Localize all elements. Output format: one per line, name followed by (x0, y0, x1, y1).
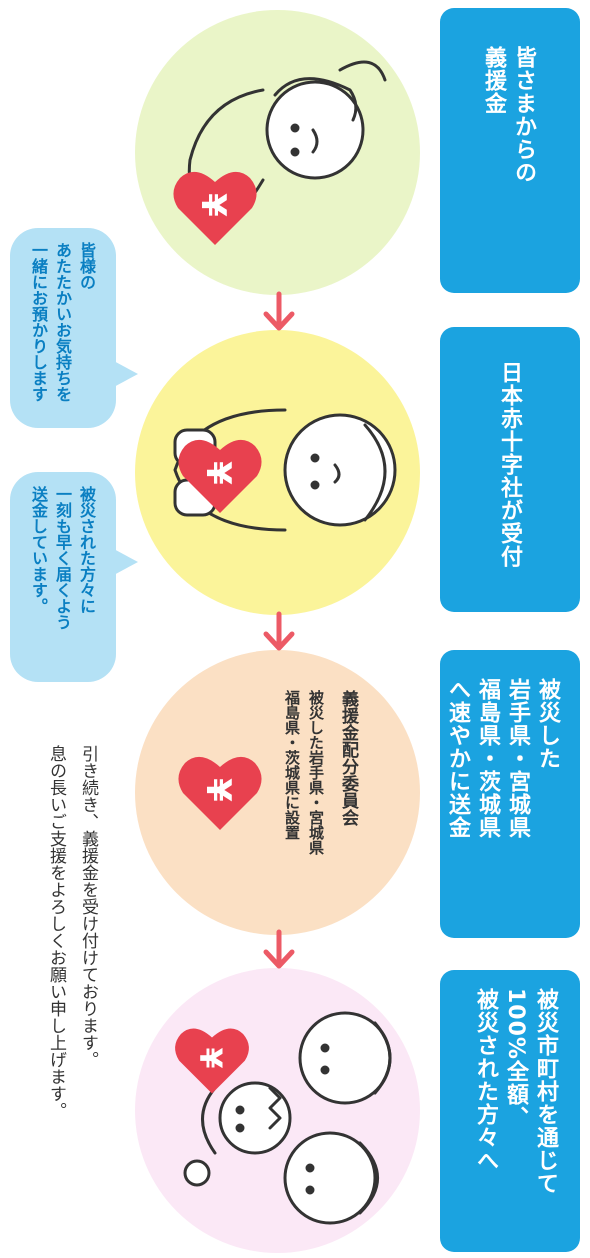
footer-message: 引き続き、義援金を受け付けております。 息の長いご支援をよろしくお願い申し上げま… (46, 745, 98, 1119)
step-box-reception: 日本赤十字社が受付 (440, 327, 580, 612)
svg-text:¥: ¥ (192, 1047, 227, 1068)
bubble-tail-1 (112, 360, 138, 388)
arrow-down-icon (263, 291, 295, 331)
arrow-down-icon (263, 611, 295, 651)
step-text-reception: 日本赤十字社が受付 (497, 361, 522, 568)
bubble-tail-2 (112, 548, 138, 576)
red-cross-staff (173, 408, 397, 532)
heart-yen-icon: ¥ (173, 171, 257, 245)
step-box-donations: 皆さまからの 義援金 (440, 8, 580, 293)
step-text-remittance: 被災した 岩手県・宮城県 福島県・茨城県 へ速やかに送金 (445, 678, 560, 839)
committee-detail: 被災した岩手県・宮城県 福島県・茨城県に設置 (283, 690, 325, 855)
step-text-distribution: 被災市町村を通じて 100%全額、 被災された方々へ (473, 988, 558, 1195)
step-box-remittance: 被災した 岩手県・宮城県 福島県・茨城県 へ速やかに送金 (440, 650, 580, 938)
committee-title: 義援金配分委員会 (338, 690, 358, 826)
bubble-text-2: 被災された方々に 一刻も早く届くよう 送金しています。 (29, 486, 96, 630)
heart-yen-icon: ¥ (178, 439, 262, 513)
step-text-donations: 皆さまからの 義援金 (481, 46, 536, 184)
svg-text:¥: ¥ (198, 461, 238, 485)
svg-text:¥: ¥ (193, 193, 233, 217)
speech-bubble-message-1: 皆様の あたたかいお気持ちを 一緒にお預かりします (10, 228, 116, 428)
family-with-heart (183, 1011, 392, 1225)
bubble-text-1: 皆様の あたたかいお気持ちを 一緒にお預かりします (29, 242, 96, 402)
heart-yen-icon: ¥ (175, 1028, 249, 1094)
heart-yen-icon: ¥ (178, 756, 262, 830)
arrow-down-icon (263, 929, 295, 969)
person-holding-heart (187, 60, 387, 232)
circle-committee (135, 650, 420, 935)
step-box-distribution: 被災市町村を通じて 100%全額、 被災された方々へ (440, 970, 580, 1252)
svg-text:¥: ¥ (198, 778, 238, 802)
speech-bubble-message-2: 被災された方々に 一刻も早く届くよう 送金しています。 (10, 472, 116, 682)
